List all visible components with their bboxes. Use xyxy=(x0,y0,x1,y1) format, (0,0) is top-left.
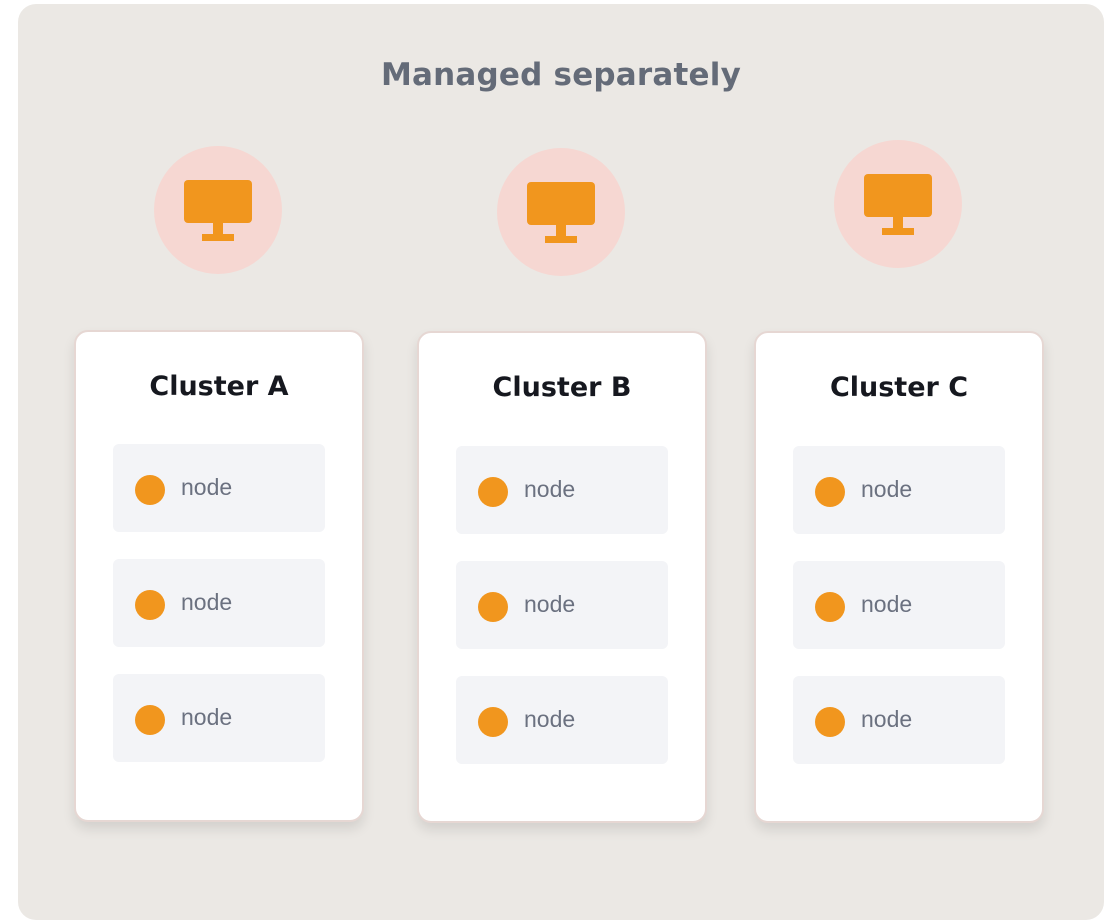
node-label: node xyxy=(524,476,576,502)
node-label: node xyxy=(861,591,913,617)
monitor-circle-a xyxy=(154,146,282,274)
monitor-circle-b xyxy=(497,148,625,276)
node-item: node xyxy=(456,446,668,534)
node-item: node xyxy=(793,446,1005,534)
node-item: node xyxy=(793,676,1005,764)
cluster-card-a: Cluster A node node node xyxy=(74,330,364,822)
node-dot-icon xyxy=(135,705,165,735)
node-dot-icon xyxy=(815,477,845,507)
node-dot-icon xyxy=(815,707,845,737)
monitor-icon xyxy=(184,180,252,241)
node-item: node xyxy=(793,561,1005,649)
cluster-card-c: Cluster C node node node xyxy=(754,331,1044,823)
cluster-title: Cluster B xyxy=(492,372,632,403)
node-item: node xyxy=(113,444,325,532)
node-item: node xyxy=(456,676,668,764)
node-dot-icon xyxy=(478,707,508,737)
node-label: node xyxy=(181,589,233,615)
monitor-icon xyxy=(864,174,932,235)
cluster-card-b: Cluster B node node node xyxy=(417,331,707,823)
panel-title: Managed separately xyxy=(380,57,742,93)
node-item: node xyxy=(456,561,668,649)
cluster-title: Cluster C xyxy=(829,372,969,403)
node-label: node xyxy=(524,591,576,617)
cluster-title: Cluster A xyxy=(149,371,289,402)
node-label: node xyxy=(861,706,913,732)
node-label: node xyxy=(861,476,913,502)
node-dot-icon xyxy=(135,590,165,620)
node-label: node xyxy=(181,474,233,500)
monitor-circle-c xyxy=(834,140,962,268)
node-label: node xyxy=(181,704,233,730)
node-label: node xyxy=(524,706,576,732)
node-item: node xyxy=(113,674,325,762)
node-dot-icon xyxy=(478,477,508,507)
monitor-icon xyxy=(527,182,595,243)
node-dot-icon xyxy=(815,592,845,622)
node-dot-icon xyxy=(135,475,165,505)
node-dot-icon xyxy=(478,592,508,622)
node-item: node xyxy=(113,559,325,647)
